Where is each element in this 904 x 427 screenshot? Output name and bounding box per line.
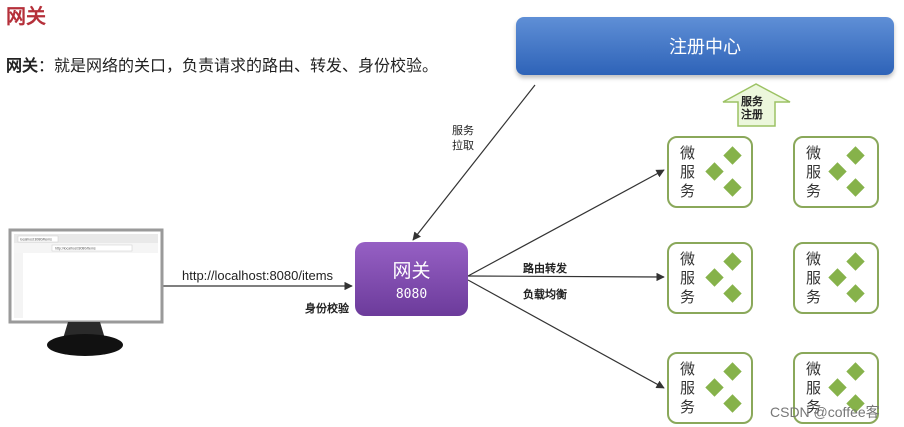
service-box: 微服务 bbox=[667, 242, 753, 314]
browser-address-text: http://localhost:8080/items bbox=[55, 247, 96, 251]
pull-label: 服务 拉取 bbox=[452, 124, 474, 154]
register-label-line2: 注册 bbox=[741, 109, 763, 122]
service-label: 微服务 bbox=[806, 144, 824, 201]
pull-label-line2: 拉取 bbox=[452, 139, 474, 154]
service-label: 微服务 bbox=[680, 250, 698, 307]
route-arrow-middle bbox=[468, 276, 664, 277]
gateway-box: 网关 8080 bbox=[355, 242, 468, 316]
pull-label-line1: 服务 bbox=[452, 124, 474, 139]
diamond-icon bbox=[828, 162, 846, 180]
registry-center: 注册中心 bbox=[516, 17, 894, 75]
diamond-icon bbox=[846, 284, 864, 302]
diamond-icon bbox=[723, 394, 741, 412]
service-box: 微服务 bbox=[667, 352, 753, 424]
diamond-icon bbox=[705, 268, 723, 286]
load-balance-label: 负载均衡 bbox=[523, 286, 567, 302]
diamond-icon bbox=[846, 178, 864, 196]
diamond-icon bbox=[723, 178, 741, 196]
diamond-icon bbox=[828, 268, 846, 286]
diamond-icon bbox=[846, 252, 864, 270]
gateway-port: 8080 bbox=[355, 287, 468, 302]
register-label-line1: 服务 bbox=[741, 96, 763, 109]
browser-tab-text: localhost:8080/items bbox=[20, 238, 52, 242]
service-label: 微服务 bbox=[680, 360, 698, 417]
auth-label: 身份校验 bbox=[305, 300, 349, 316]
service-box: 微服务 bbox=[667, 136, 753, 208]
service-label: 微服务 bbox=[680, 144, 698, 201]
request-url: http://localhost:8080/items bbox=[182, 268, 333, 283]
diamond-icon bbox=[705, 162, 723, 180]
diamond-icon bbox=[828, 378, 846, 396]
service-label: 微服务 bbox=[806, 250, 824, 307]
gateway-name: 网关 bbox=[355, 256, 468, 283]
service-box: 微服务 bbox=[793, 242, 879, 314]
registry-pull-arrow bbox=[413, 85, 535, 240]
diamond-icon bbox=[723, 146, 741, 164]
service-box: 微服务 bbox=[793, 136, 879, 208]
diamond-icon bbox=[723, 284, 741, 302]
diamond-icon bbox=[723, 252, 741, 270]
watermark: CSDN @coffee客 bbox=[770, 402, 880, 422]
diamond-icon bbox=[846, 362, 864, 380]
register-label: 服务 注册 bbox=[741, 96, 763, 122]
diamond-icon bbox=[846, 146, 864, 164]
route-label: 路由转发 bbox=[523, 260, 567, 276]
diamond-icon bbox=[705, 378, 723, 396]
diamond-icon bbox=[723, 362, 741, 380]
